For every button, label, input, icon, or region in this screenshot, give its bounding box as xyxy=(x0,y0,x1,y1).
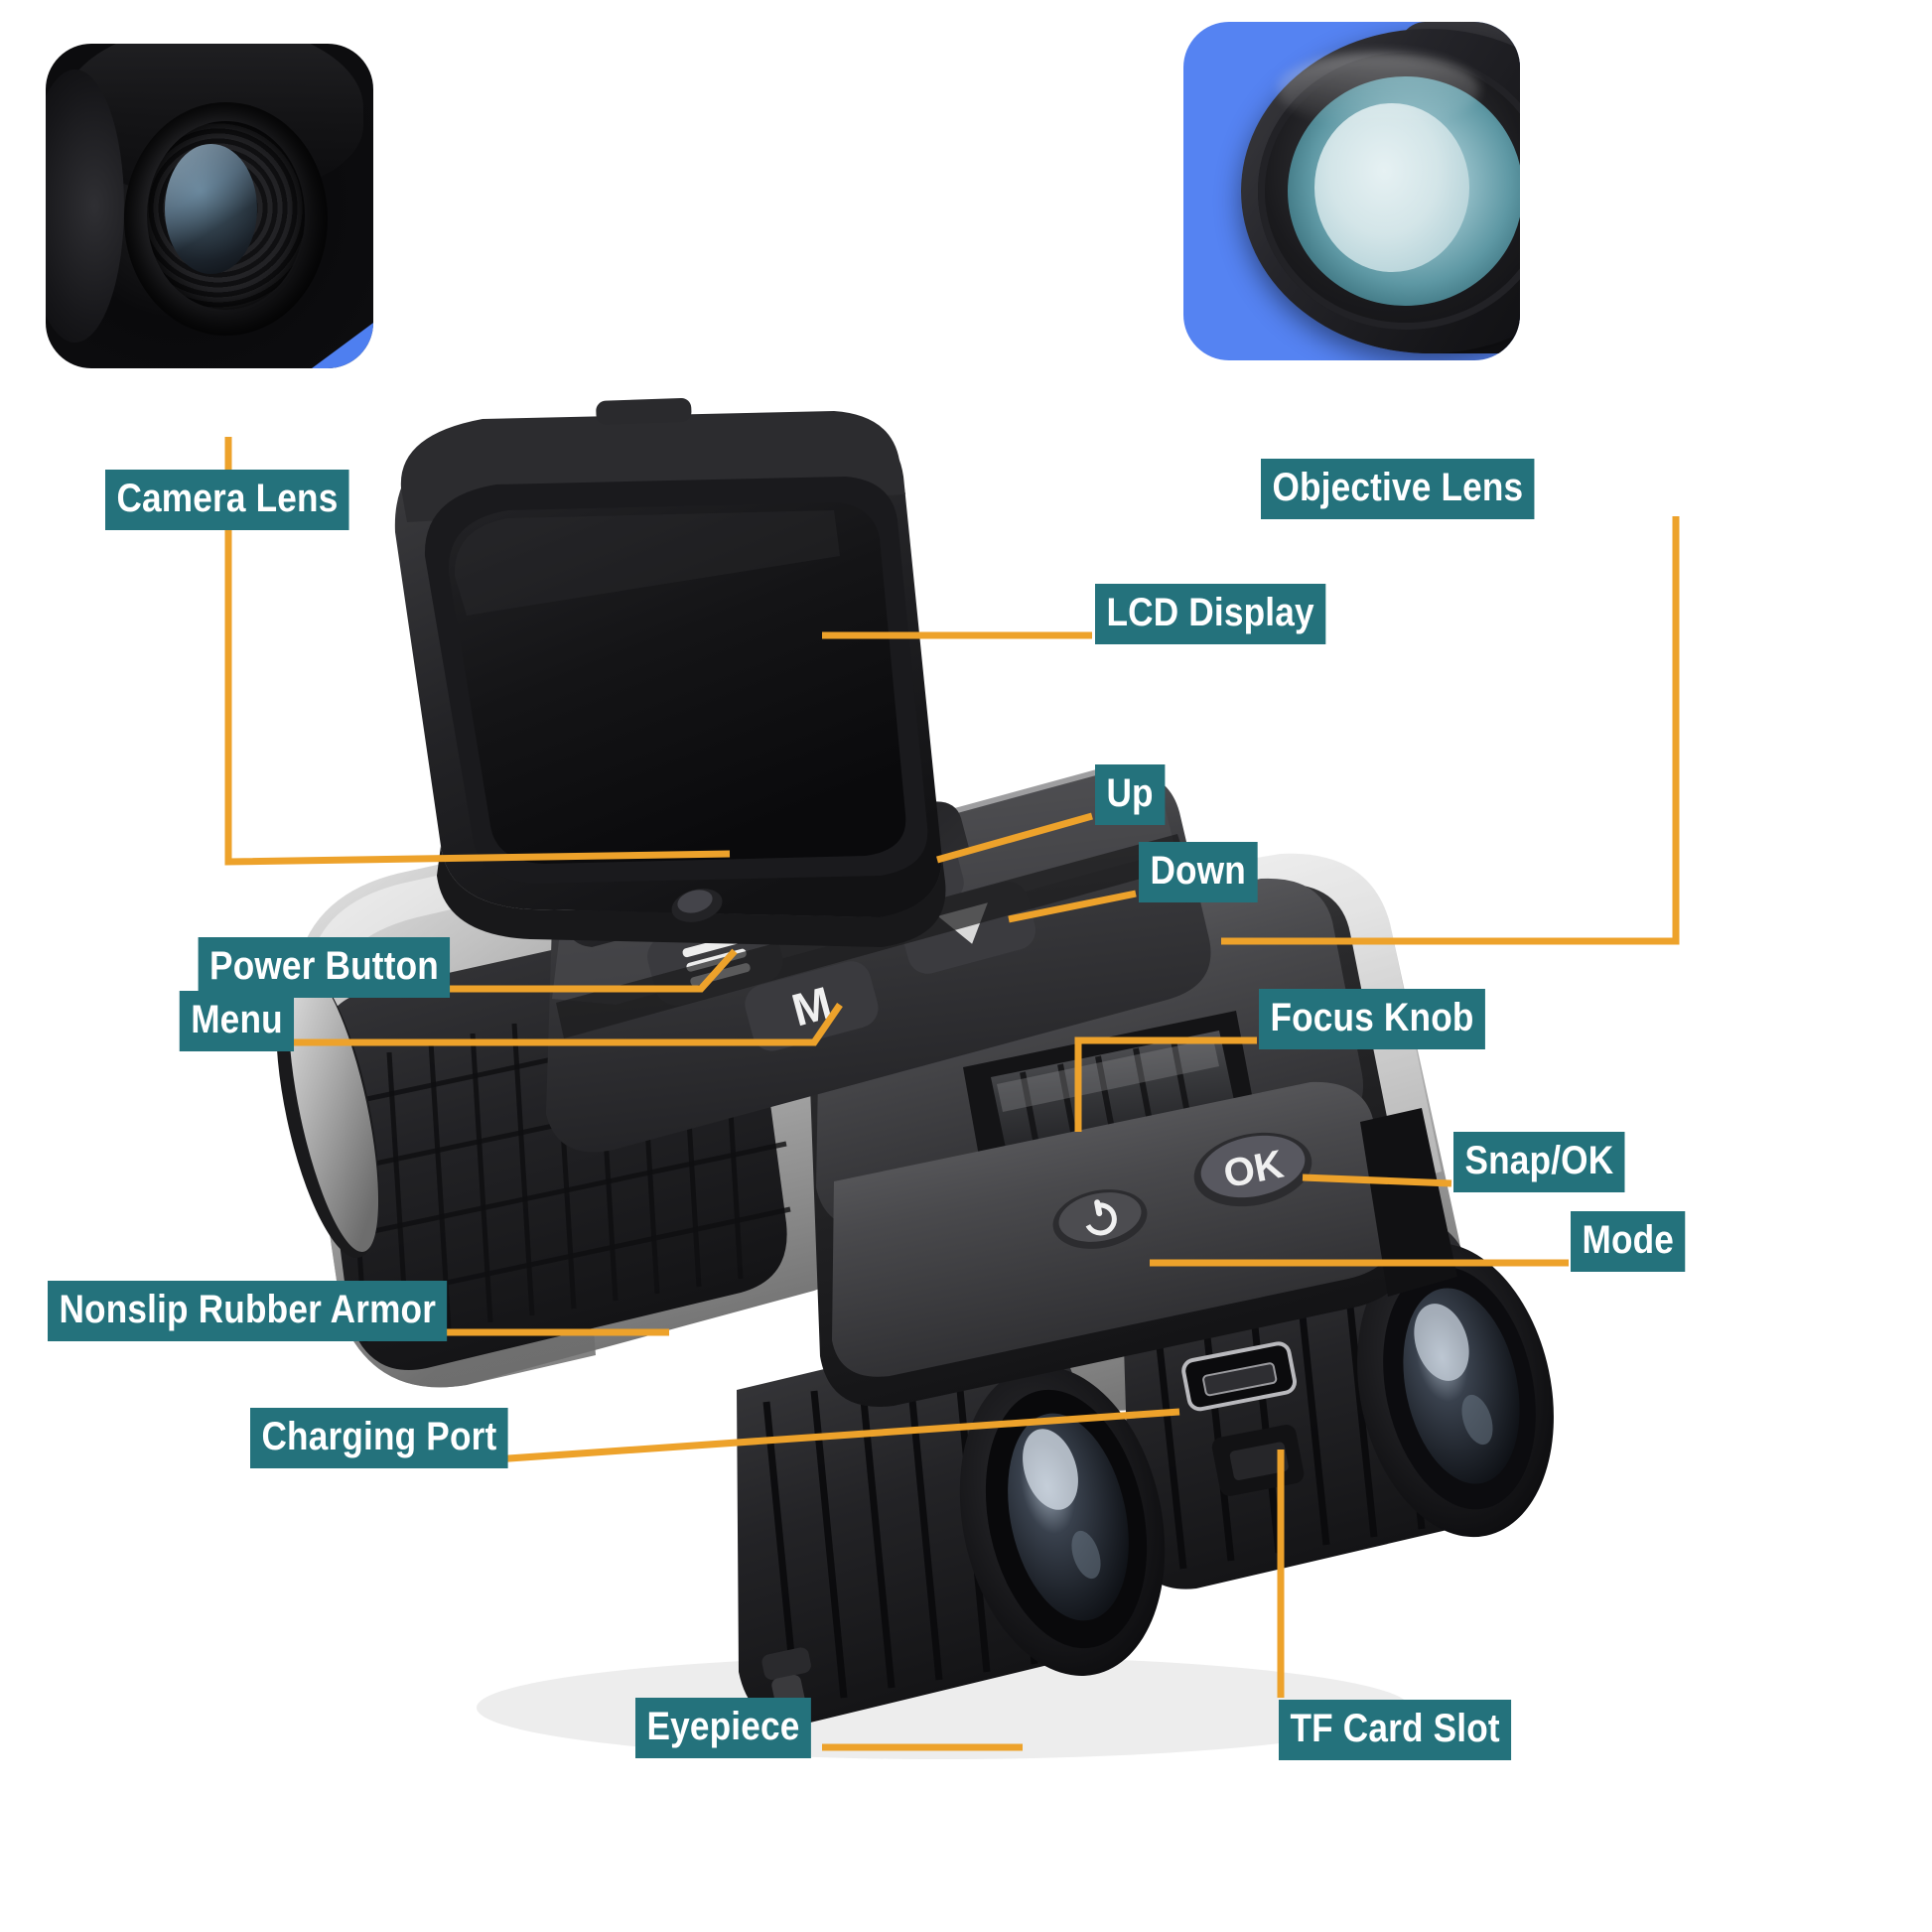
lens-side-rim-shape xyxy=(46,69,125,343)
blue-accent-corner xyxy=(312,323,373,368)
callout-label-focus-knob[interactable]: Focus Knob xyxy=(1259,989,1486,1049)
callout-label-objective-lens[interactable]: Objective Lens xyxy=(1261,459,1535,519)
power-icon-glyph xyxy=(1083,1199,1117,1236)
callout-label-menu[interactable]: Menu xyxy=(179,991,295,1051)
callout-label-mode[interactable]: Mode xyxy=(1571,1211,1686,1272)
callout-label-up[interactable]: Up xyxy=(1095,764,1166,825)
objective-inner-glass-shape xyxy=(1314,102,1470,273)
charging-port-shape xyxy=(1181,1341,1298,1412)
callout-label-camera-lens[interactable]: Camera Lens xyxy=(105,470,349,530)
callout-label-snap-ok[interactable]: Snap/OK xyxy=(1453,1132,1625,1192)
callout-label-lcd-display[interactable]: LCD Display xyxy=(1095,584,1326,644)
callout-label-down[interactable]: Down xyxy=(1139,842,1258,902)
callout-label-nonslip-rubber-armor[interactable]: Nonslip Rubber Armor xyxy=(48,1281,448,1341)
lcd-lid xyxy=(394,397,969,947)
objective-lens-inset-photo xyxy=(1183,22,1520,360)
callout-label-eyepiece[interactable]: Eyepiece xyxy=(635,1698,811,1758)
callout-label-tf-card-slot[interactable]: TF Card Slot xyxy=(1279,1700,1512,1760)
callout-label-power-button[interactable]: Power Button xyxy=(198,937,451,998)
objective-highlight xyxy=(1277,52,1480,127)
lens-glass-shape xyxy=(165,144,257,275)
camera-lens-inset-photo xyxy=(46,44,373,368)
callout-label-charging-port[interactable]: Charging Port xyxy=(250,1408,508,1468)
